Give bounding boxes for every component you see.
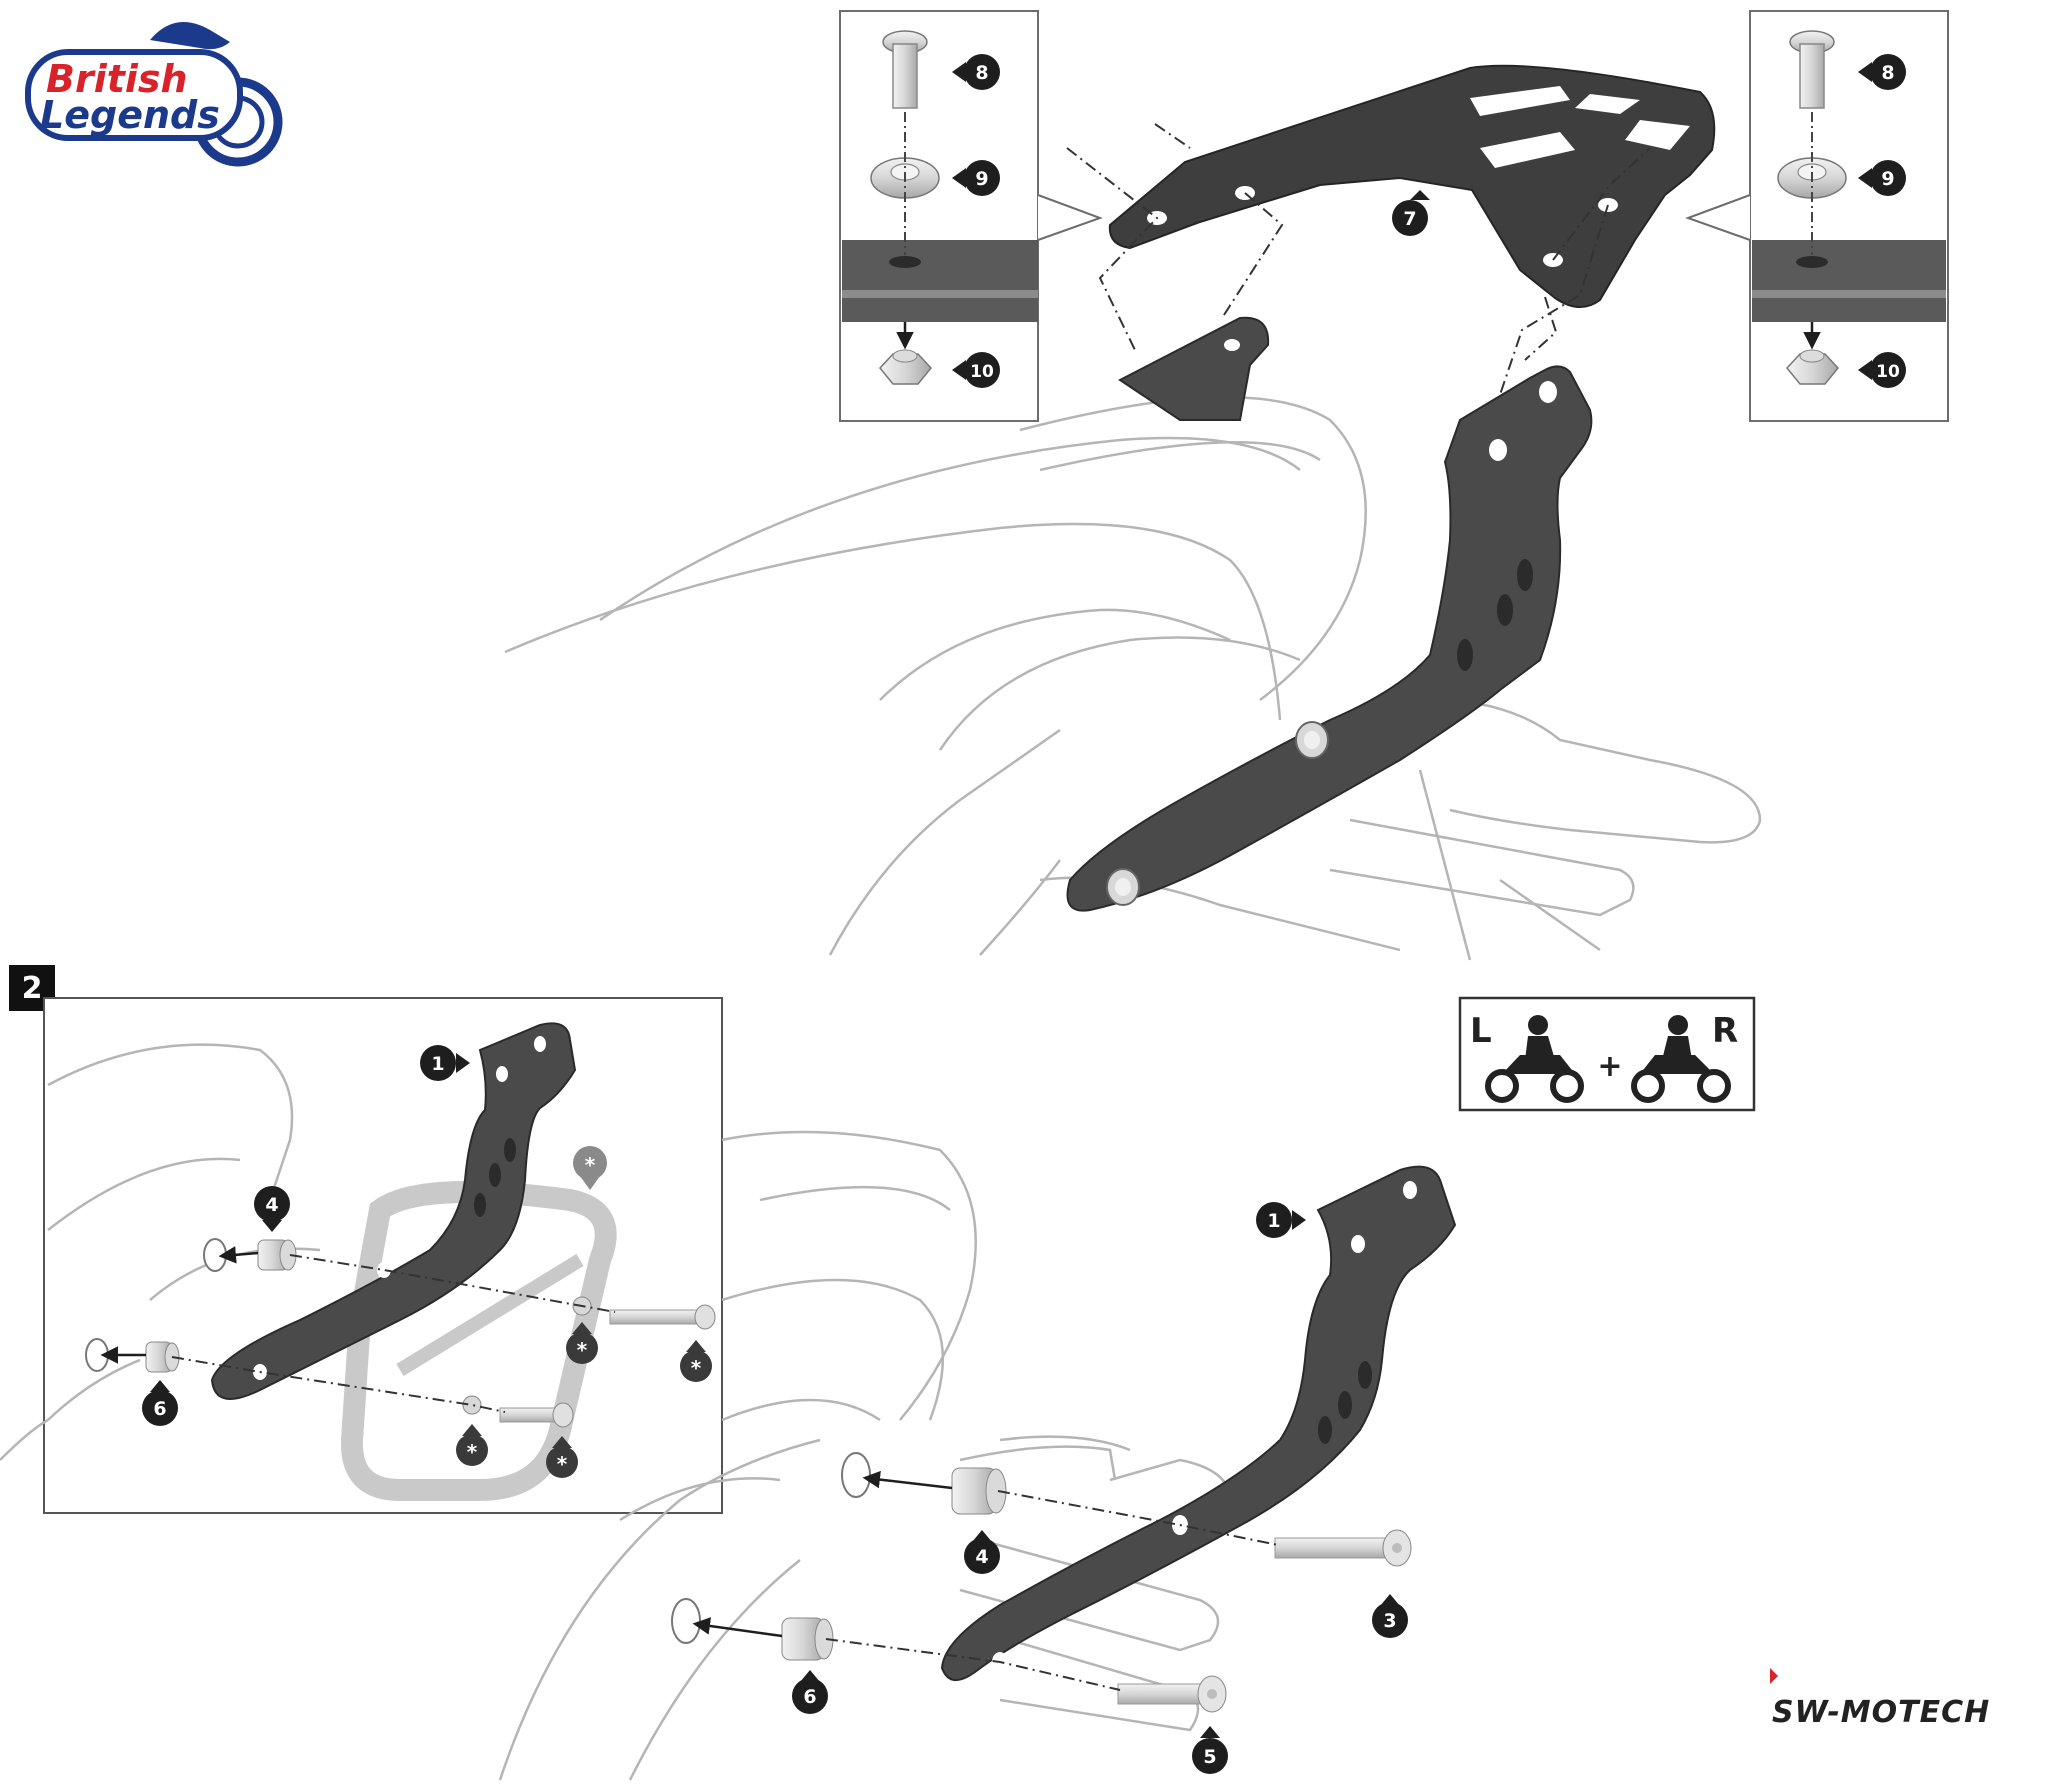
- svg-text:3: 3: [1383, 1610, 1396, 1632]
- callout-main-bolt-lower: 5: [1192, 1726, 1228, 1774]
- bike-rear-outline-bottom: [0, 1130, 1232, 1781]
- right-side-label: R: [1712, 1011, 1738, 1051]
- callout-nut-right: 10: [1858, 352, 1906, 388]
- plus-label: +: [1597, 1049, 1622, 1084]
- bolt-icon: [1274, 1529, 1412, 1567]
- callout-inset-spacer-lower: 6: [142, 1380, 178, 1426]
- svg-text:10: 10: [1876, 362, 1900, 382]
- svg-text:*: *: [577, 1338, 588, 1362]
- svg-text:8: 8: [975, 62, 988, 84]
- callout-washer-right: 9: [1858, 160, 1906, 196]
- svg-text:*: *: [557, 1452, 568, 1476]
- callout-optional-3: *: [456, 1424, 488, 1466]
- spacer-icon: [145, 1341, 180, 1373]
- mount-hole-icon: [841, 1452, 871, 1498]
- nut-icon: [879, 349, 932, 385]
- logo-rider-icon: [150, 22, 230, 50]
- brand-logo: British Legends: [25, 22, 283, 167]
- svg-text:9: 9: [975, 168, 988, 190]
- svg-text:*: *: [691, 1356, 702, 1380]
- step-number: 2: [22, 971, 43, 1006]
- callout-inset-spacer-upper: 4: [254, 1186, 290, 1232]
- callout-inset-bracket: 1: [420, 1045, 470, 1081]
- rear-rack-plate: [1108, 64, 1716, 308]
- bolt-icon: [882, 30, 928, 109]
- svg-text:*: *: [467, 1440, 478, 1464]
- motorcycle-left-icon: [1485, 1015, 1584, 1103]
- bolt-icon: [609, 1304, 716, 1330]
- callout-bolt-right: 8: [1858, 54, 1906, 90]
- logo-line1: British: [46, 57, 188, 101]
- step-badge: 2: [9, 965, 55, 1011]
- side-bracket-top: [1066, 365, 1593, 912]
- callout-washer-left: 9: [952, 160, 1000, 196]
- side-indicator: L + R: [1458, 996, 1756, 1112]
- detail-box-left: [839, 10, 1103, 422]
- bolt-icon: [1117, 1675, 1227, 1713]
- left-side-label: L: [1470, 1011, 1492, 1051]
- svg-text:10: 10: [970, 362, 994, 382]
- svg-text:9: 9: [1881, 168, 1894, 190]
- callout-optional-2: *: [680, 1340, 712, 1382]
- callout-optional-4: *: [546, 1436, 578, 1478]
- svg-text:1: 1: [431, 1053, 444, 1075]
- svg-text:5: 5: [1203, 1746, 1216, 1768]
- svg-text:1: 1: [1267, 1210, 1280, 1232]
- callout-bolt-left: 8: [952, 54, 1000, 90]
- motorcycle-right-icon: [1631, 1015, 1731, 1103]
- callout-rack: 7: [1392, 190, 1430, 236]
- main-side-bracket: [940, 1165, 1457, 1681]
- callout-main-spacer-lower: 6: [792, 1670, 828, 1714]
- manufacturer-logo: SW-MOTECH: [1770, 1668, 1990, 1730]
- callout-main-spacer-upper: 4: [964, 1530, 1000, 1574]
- mount-hole-icon: [671, 1598, 701, 1644]
- callout-optional-1: *: [566, 1322, 598, 1364]
- detail-box-right: [1685, 10, 1949, 422]
- bolt-icon: [499, 1402, 574, 1428]
- svg-text:7: 7: [1403, 208, 1416, 230]
- svg-text:6: 6: [803, 1686, 816, 1708]
- svg-text:4: 4: [265, 1194, 278, 1216]
- svg-text:4: 4: [975, 1546, 988, 1568]
- logo-line2: Legends: [40, 93, 220, 137]
- spacer-icon: [257, 1239, 297, 1271]
- spacer-icon: [781, 1617, 834, 1661]
- callout-main-bracket: 1: [1256, 1202, 1306, 1238]
- svg-text:6: 6: [153, 1398, 166, 1420]
- manufacturer-name: SW-MOTECH: [1772, 1695, 1990, 1730]
- bike-rear-outline-top: [504, 396, 1762, 961]
- spacer-icon: [951, 1467, 1007, 1515]
- nut-icon: [1786, 349, 1839, 385]
- callout-optional-frame: *: [573, 1146, 607, 1190]
- callout-main-bolt-upper: 3: [1372, 1594, 1408, 1638]
- bolt-icon: [1789, 30, 1835, 109]
- svg-text:*: *: [585, 1153, 596, 1177]
- callout-nut-left: 10: [952, 352, 1000, 388]
- rack-bracket-top-left: [1118, 316, 1270, 421]
- part-callouts: 8 9 10 8 9 10 7 1: [142, 54, 1906, 1774]
- inset-side-bracket: [210, 1022, 577, 1400]
- assembly-lines-top: [1066, 123, 1651, 451]
- svg-text:8: 8: [1881, 62, 1894, 84]
- inset-detail-box: [43, 997, 723, 1514]
